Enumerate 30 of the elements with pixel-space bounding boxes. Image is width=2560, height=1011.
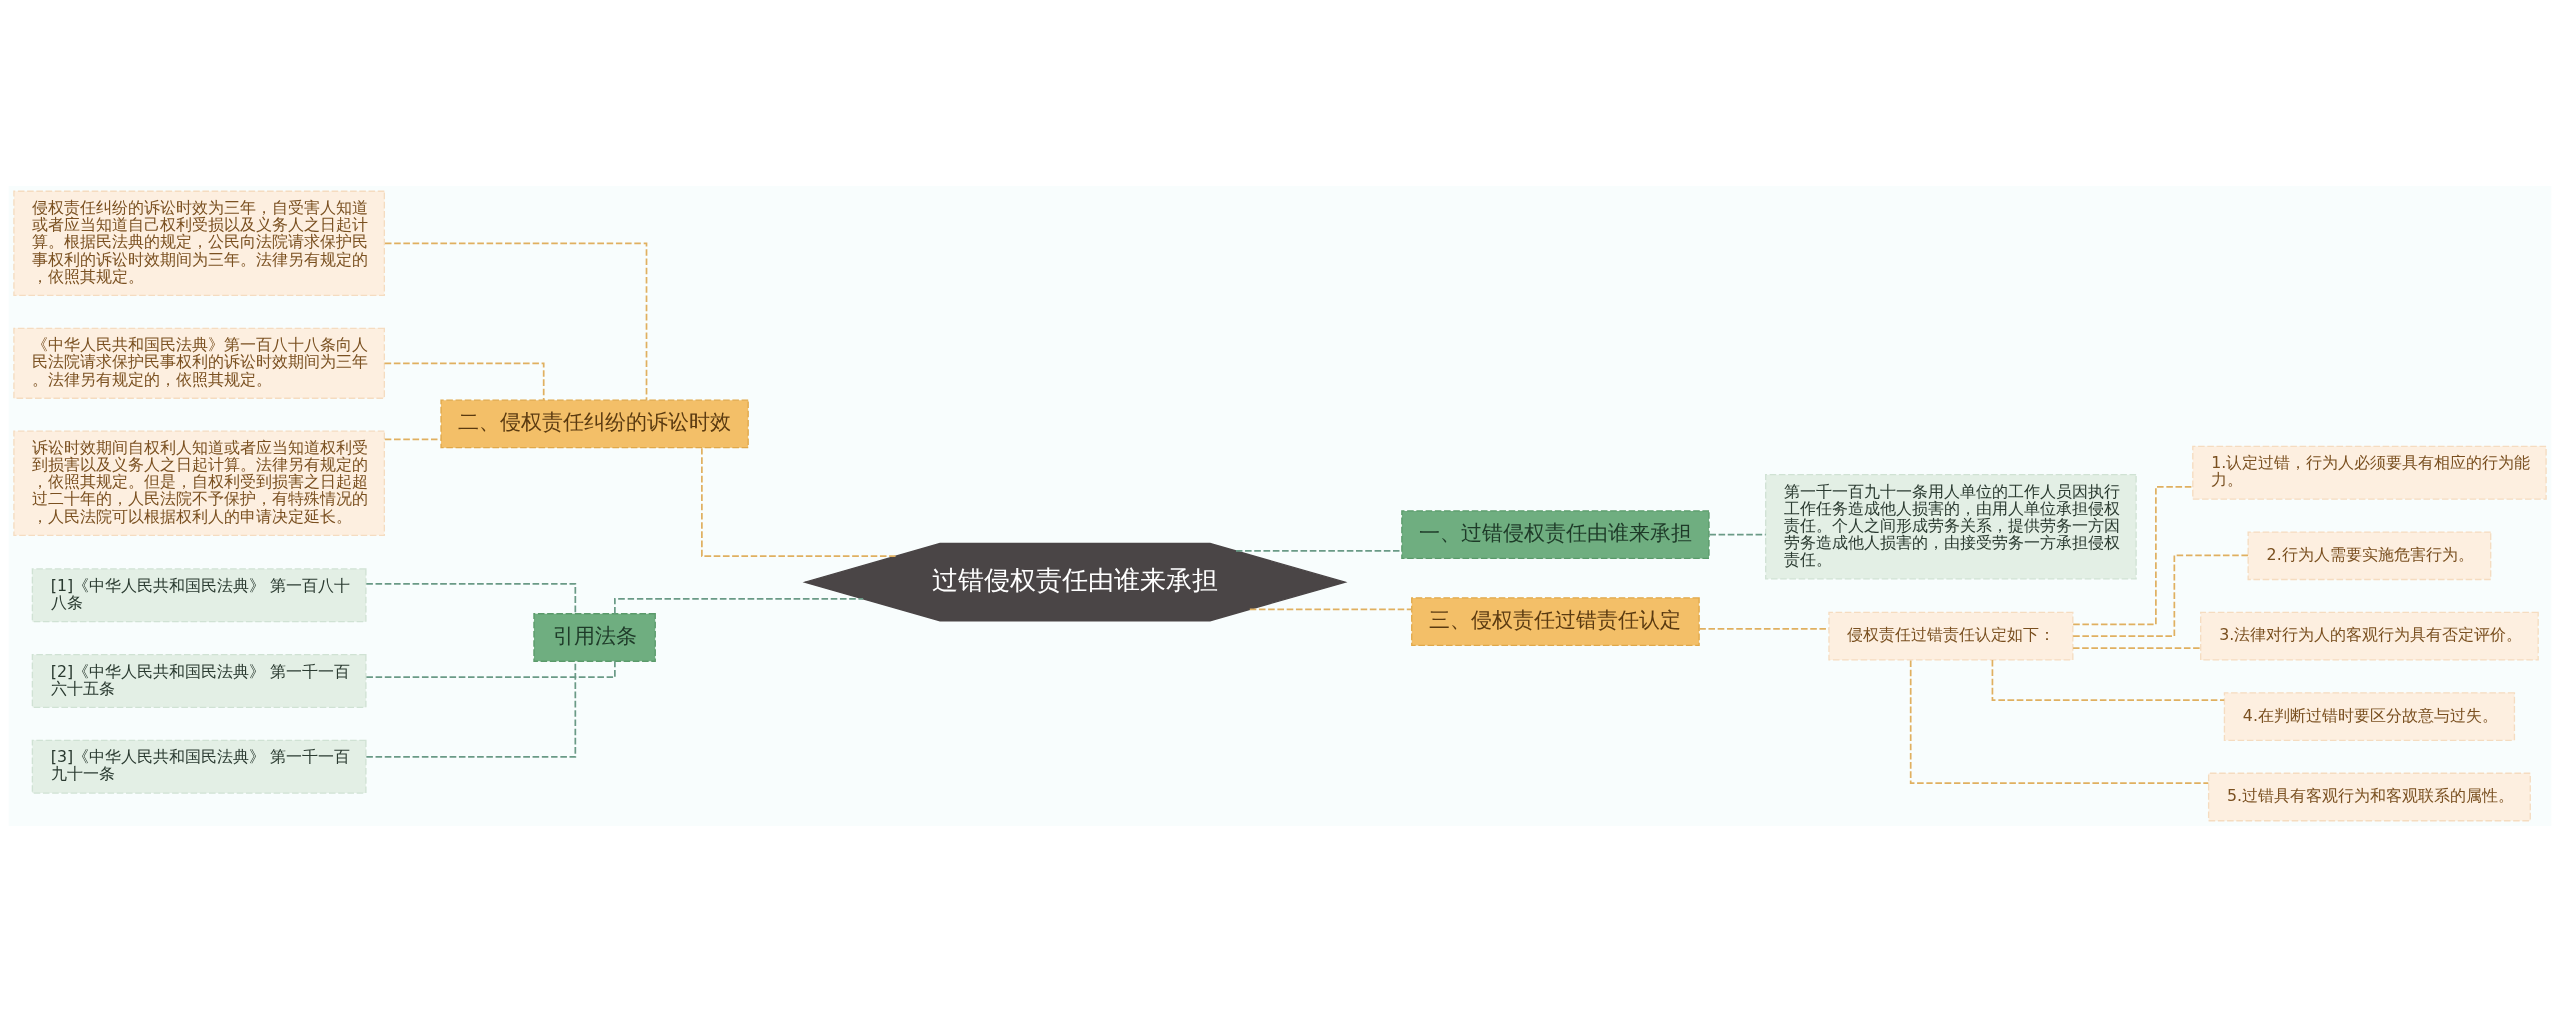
node-box: 《中华人民共和国民法典》第一百八十八条向人民法院请求保护民事权利的诉讼时效期间为三年。法律另有规定的，依照其规定。 — [13, 327, 385, 399]
connector — [1909, 659, 2210, 784]
node-box: 第一千一百九十一条用人单位的工作人员因执行工作任务造成他人损害的，由用人单位承担侵权责任。个人之间形成劳务关系，提供劳务一方因劳务造成他人损害的，由接受劳务一方承担侵权责任。 — [1765, 473, 2137, 579]
connector — [1991, 658, 2226, 701]
node-box: [3]《中华人民共和国民法典》 第一千一百九十一条 — [31, 739, 367, 794]
node-box: 引用法条 — [533, 612, 656, 662]
node-box: 4.在判断过错时要区分故意与过失。 — [2223, 691, 2516, 741]
node-box: 3.法律对行为人的客观行为具有否定评价。 — [2200, 611, 2539, 661]
connector — [365, 660, 616, 678]
node-box: 三、侵权责任过错责任认定 — [1411, 596, 1700, 646]
connector — [1248, 608, 1413, 610]
node-box: 2.行为人需要实施危害行为。 — [2247, 530, 2492, 580]
node-box: 二、侵权责任纠纷的诉讼时效 — [440, 399, 749, 448]
node-box: 侵权责任纠纷的诉讼时效为三年，自受害人知道或者应当知道自己权利受损以及义务人之日起计算。根据民法典的规定，公民向法院请求保护民事权利的诉讼时效期间为三年。法律另有规定的，依照其规定。 — [13, 190, 385, 296]
node-box: 一、过错侵权责任由谁来承担 — [1401, 509, 1710, 559]
node-box: 5.过错具有客观行为和客观联系的属性。 — [2207, 772, 2531, 821]
connector — [1708, 533, 1767, 536]
connector — [2072, 485, 2194, 625]
connector — [701, 446, 897, 557]
node-box: 1.认定过错，行为人必须要具有相应的行为能力。 — [2192, 445, 2547, 500]
node-box: 侵权责任过错责任认定如下： — [1828, 611, 2074, 661]
connector — [384, 242, 648, 401]
node-box: [2]《中华人民共和国民法典》 第一千一百六十五条 — [31, 653, 367, 708]
connector — [2072, 646, 2202, 649]
connector — [383, 361, 545, 401]
node-box: 诉讼时效期间自权利人知道或者应当知道权利受到损害以及义务人之日起计算。法律另有规定的，依照其规定。但是，自权利受到损害之日起超过二十年的，人民法院不予保护，有特殊情况的，人民法院可以根据权利人的申请决定延长。 — [13, 430, 385, 536]
node-box: [1]《中华人民共和国民法典》 第一百八十八条 — [31, 567, 367, 622]
connector — [614, 597, 864, 614]
connector — [2072, 554, 2249, 637]
connector — [365, 582, 577, 614]
